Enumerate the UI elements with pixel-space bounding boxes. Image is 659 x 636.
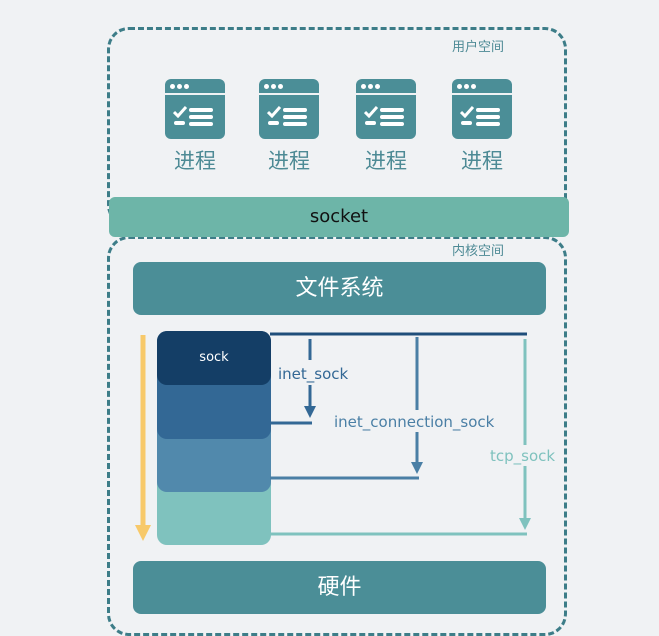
process-label: 进程: [365, 149, 407, 173]
tcp-sock-label: tcp_sock: [490, 447, 556, 465]
process-3: 进程: [355, 79, 417, 175]
inet-connection-sock-label: inet_connection_sock: [334, 413, 495, 431]
filesystem-block: 文件系统: [133, 262, 546, 315]
process-label: 进程: [174, 149, 216, 173]
inet-sock-arrowhead-icon: [304, 406, 316, 418]
user-space-region: [107, 27, 567, 227]
process-4: 进程: [451, 79, 513, 175]
flow-down-arrow-icon: [135, 335, 151, 541]
struct-layer-sock: sock: [157, 331, 271, 385]
tcp-sock-arrowhead-icon: [519, 518, 531, 530]
app-window-checklist-icon: [452, 79, 512, 139]
kernel-space-label: 内核空间: [452, 244, 505, 259]
app-window-checklist-icon: [356, 79, 416, 139]
user-space-label: 用户空间: [452, 40, 505, 55]
process-label: 进程: [268, 149, 310, 173]
app-window-checklist-icon: [259, 79, 319, 139]
process-1: 进程: [164, 79, 226, 175]
inet-sock-label: inet_sock: [278, 365, 349, 383]
process-2: 进程: [258, 79, 320, 175]
inet-connection-sock-arrowhead-icon: [411, 462, 423, 474]
hardware-block: 硬件: [133, 561, 546, 614]
socket-layer: socket: [109, 197, 569, 237]
process-label: 进程: [461, 149, 503, 173]
app-window-checklist-icon: [165, 79, 225, 139]
